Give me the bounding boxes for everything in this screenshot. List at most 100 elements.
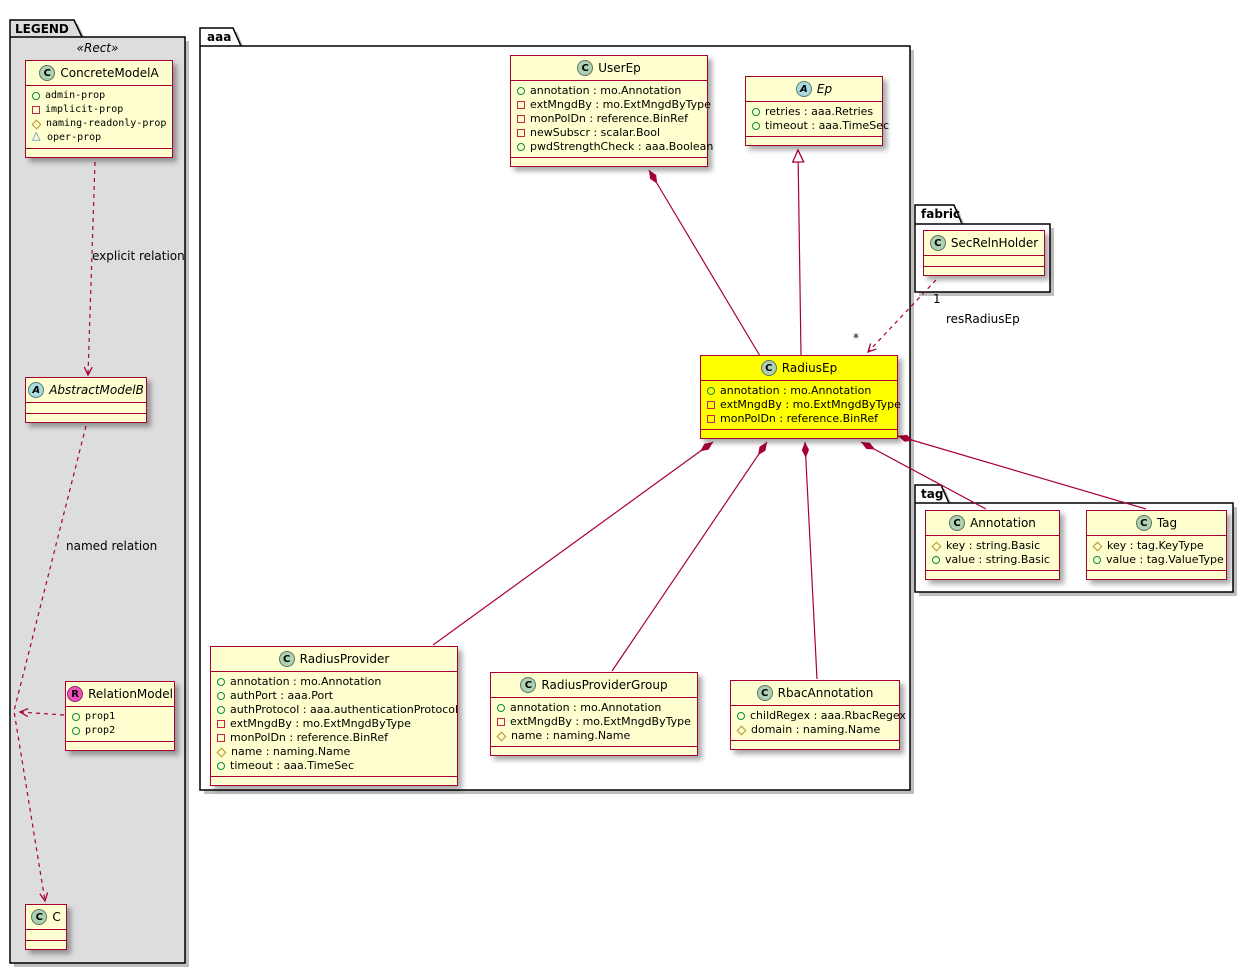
- protected-diamond-icon: [736, 725, 747, 735]
- member-row: extMngdBy : mo.ExtMngdByType: [211, 717, 457, 731]
- member-text: name : naming.Name: [231, 745, 351, 758]
- member-row: extMngdBy : mo.ExtMngdByType: [491, 715, 697, 729]
- class-userep: C UserEp annotation : mo.Annotation extM…: [510, 55, 713, 167]
- class-spot-icon: C: [31, 909, 48, 925]
- member-row: pwdStrengthCheck : aaa.Boolean: [511, 140, 713, 154]
- member-text: annotation : mo.Annotation: [230, 675, 382, 688]
- class-header: C ConcreteModelA: [26, 61, 172, 86]
- member-text: extMngdBy : mo.ExtMngdByType: [530, 98, 711, 111]
- legend-stereotype: «Rect»: [76, 41, 119, 55]
- private-square-icon: [217, 734, 225, 742]
- private-square-icon: [517, 129, 525, 137]
- class-secrelnholder: C SecRelnHolder: [923, 230, 1045, 276]
- class-name: RbacAnnotation: [777, 686, 874, 700]
- members-compartment: annotation : mo.Annotation authPort : aa…: [211, 672, 458, 776]
- abstract-spot-icon: A: [795, 81, 812, 97]
- member-text: monPolDn : reference.BinRef: [530, 112, 688, 125]
- relation-name-label: resRadiusEp: [946, 312, 1020, 326]
- member-text: timeout : aaa.TimeSec: [230, 759, 355, 772]
- class-c: C C: [25, 904, 67, 950]
- abstract-spot-icon: A: [28, 382, 45, 398]
- member-row: prop2: [66, 724, 174, 738]
- class-header: C RbacAnnotation: [731, 681, 899, 706]
- fabric-package-label: fabric: [921, 207, 961, 221]
- edge-secrelnholder-radiusep-dependency: [867, 279, 937, 354]
- members-compartment: key : tag.KeyType value : tag.ValueType: [1087, 536, 1226, 570]
- member-row: annotation : mo.Annotation: [491, 701, 697, 715]
- public-circle-icon: [517, 143, 525, 151]
- private-square-icon: [517, 115, 525, 123]
- class-rbacannotation: C RbacAnnotation childRegex : aaa.RbacRe…: [730, 680, 906, 750]
- private-square-icon: [32, 106, 40, 114]
- class-tag: C Tag key : tag.KeyType value : tag.Valu…: [1086, 510, 1227, 580]
- class-name: Tag: [1156, 516, 1178, 530]
- member-text: newSubscr : scalar.Bool: [530, 126, 661, 139]
- member-text: extMngdBy : mo.ExtMngdByType: [510, 715, 691, 728]
- member-row: name : naming.Name: [211, 745, 457, 759]
- members-compartment: key : string.Basic value : string.Basic: [926, 536, 1059, 570]
- private-square-icon: [217, 720, 225, 728]
- class-annotation: C Annotation key : string.Basic value : …: [925, 510, 1060, 580]
- member-row: authProtocol : aaa.authenticationProtoco…: [211, 703, 458, 717]
- member-text: monPolDn : reference.BinRef: [230, 731, 388, 744]
- public-circle-icon: [217, 762, 225, 770]
- class-header: A Ep: [746, 77, 882, 102]
- member-text: prop1: [85, 711, 116, 722]
- member-text: annotation : mo.Annotation: [530, 84, 682, 97]
- class-spot-icon: C: [520, 677, 537, 693]
- class-name: ConcreteModelA: [60, 66, 159, 80]
- members-compartment: retries : aaa.Retries timeout : aaa.Time…: [746, 102, 889, 136]
- public-circle-icon: [517, 87, 525, 95]
- protected-diamond-icon: [1092, 541, 1103, 551]
- class-concretemodela: C ConcreteModelA admin-prop implicit-pro…: [25, 60, 173, 158]
- member-row: key : string.Basic: [926, 539, 1059, 553]
- edge-radiusep-radiusprovidergroup-composition: [611, 441, 768, 672]
- member-row: annotation : mo.Annotation: [701, 384, 897, 398]
- members-compartment: prop1 prop2: [66, 707, 174, 741]
- member-text: retries : aaa.Retries: [765, 105, 874, 118]
- named-relation-label: named relation: [66, 539, 158, 553]
- class-radiusep: C RadiusEp annotation : mo.Annotation ex…: [700, 355, 901, 439]
- class-header: C Annotation: [926, 511, 1059, 536]
- class-spot-icon: C: [760, 360, 777, 376]
- methods-compartment: [746, 136, 882, 145]
- member-text: admin-prop: [45, 90, 106, 101]
- member-row: childRegex : aaa.RbacRegex: [731, 709, 906, 723]
- member-text: implicit-prop: [45, 104, 124, 115]
- member-row: timeout : aaa.TimeSec: [746, 119, 889, 133]
- protected-diamond-icon: [931, 541, 942, 551]
- member-text: oper-prop: [47, 132, 102, 143]
- members-compartment: childRegex : aaa.RbacRegex domain : nami…: [731, 706, 906, 740]
- member-row: naming-readonly-prop: [26, 117, 172, 131]
- source-multiplicity-label: 1: [933, 292, 941, 306]
- member-row: retries : aaa.Retries: [746, 105, 882, 119]
- class-header: C UserEp: [511, 56, 707, 81]
- class-name: AbstractModelB: [49, 383, 144, 397]
- class-spot-icon: C: [577, 60, 594, 76]
- edge-radiusep-tag-composition: [897, 434, 1147, 510]
- member-row: prop1: [66, 710, 174, 724]
- member-row: implicit-prop: [26, 103, 172, 117]
- member-text: extMngdBy : mo.ExtMngdByType: [720, 398, 901, 411]
- class-header: C C: [26, 905, 66, 930]
- members-compartment: [924, 256, 1044, 266]
- class-radiusprovider: C RadiusProvider annotation : mo.Annotat…: [210, 646, 458, 786]
- members-compartment: [26, 930, 66, 940]
- class-name: RadiusEp: [781, 361, 838, 375]
- public-circle-icon: [932, 556, 940, 564]
- member-text: key : string.Basic: [946, 539, 1041, 552]
- class-relationmodel: R RelationModel prop1 prop2: [65, 681, 175, 751]
- methods-compartment: [701, 429, 897, 438]
- target-multiplicity-label: *: [853, 331, 859, 345]
- class-name: C: [52, 910, 61, 924]
- private-square-icon: [707, 401, 715, 409]
- methods-compartment: [26, 413, 146, 422]
- member-text: naming-readonly-prop: [46, 118, 167, 129]
- private-square-icon: [707, 415, 715, 423]
- methods-compartment: [924, 266, 1044, 275]
- member-row: domain : naming.Name: [731, 723, 899, 737]
- member-row: monPolDn : reference.BinRef: [211, 731, 457, 745]
- class-radiusprovidergroup: C RadiusProviderGroup annotation : mo.An…: [490, 672, 698, 756]
